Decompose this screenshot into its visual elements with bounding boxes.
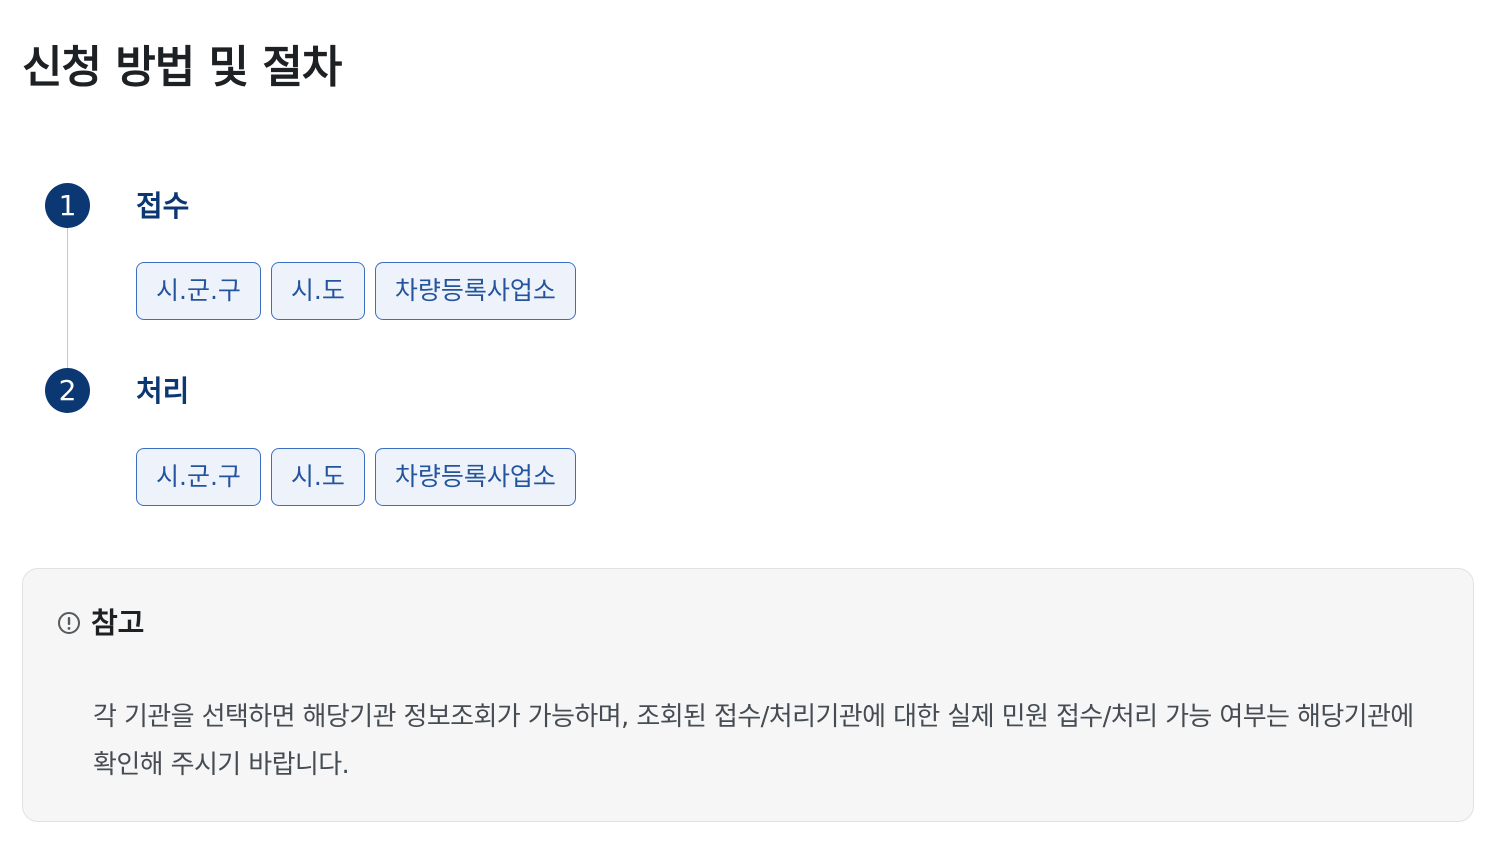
procedure-steps: 1 접수 시.군.구 시.도 차량등록사업소 2 처리 시.군.구 시.도 차량… <box>0 0 700 540</box>
step-number-badge: 2 <box>45 368 90 413</box>
step-title-processing: 처리 <box>136 374 190 408</box>
exclamation-circle-icon <box>57 611 81 635</box>
reference-note-text: 각 기관을 선택하면 해당기관 정보조회가 가능하며, 조회된 접수/처리기관에… <box>93 702 1414 780</box>
step-number-badge: 1 <box>45 183 90 228</box>
agency-button-si-do[interactable]: 시.도 <box>270 448 365 506</box>
reference-note-title: 참고 <box>91 606 145 640</box>
agency-list-processing: 시.군.구 시.도 차량등록사업소 <box>136 448 576 506</box>
step-connector-line <box>67 206 68 390</box>
step-title-reception: 접수 <box>136 189 190 223</box>
reference-note-box: 참고 각 기관을 선택하면 해당기관 정보조회가 가능하며, 조회된 접수/처리… <box>22 568 1474 822</box>
agency-list-reception: 시.군.구 시.도 차량등록사업소 <box>136 262 576 320</box>
agency-button-si-do[interactable]: 시.도 <box>270 262 365 320</box>
page-title: 신청 방법 및 절차 <box>22 42 342 93</box>
reference-note-header: 참고 <box>57 603 144 643</box>
agency-button-vehicle-registration-office[interactable]: 차량등록사업소 <box>374 448 576 506</box>
agency-button-si-gun-gu[interactable]: 시.군.구 <box>136 448 261 506</box>
agency-button-si-gun-gu[interactable]: 시.군.구 <box>136 262 261 320</box>
agency-button-vehicle-registration-office[interactable]: 차량등록사업소 <box>374 262 576 320</box>
